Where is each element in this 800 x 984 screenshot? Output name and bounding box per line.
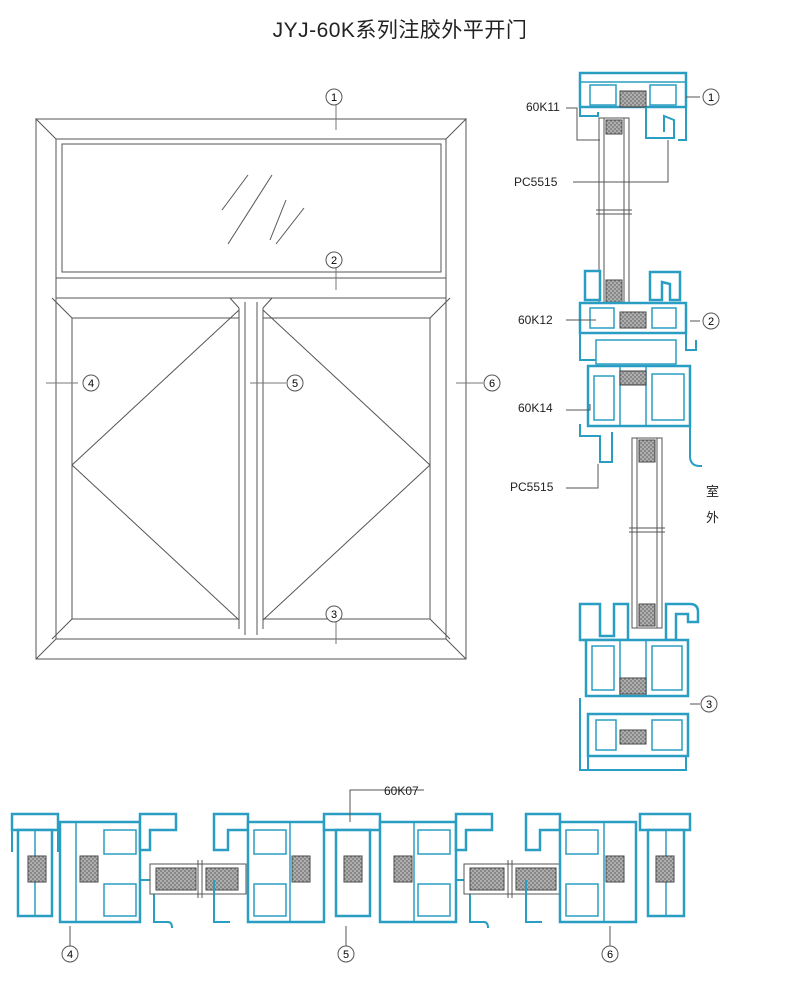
label-60k14: 60K14	[518, 401, 553, 415]
label-60k11: 60K11	[526, 100, 560, 114]
bottom-marker-5-label: 5	[343, 949, 349, 961]
label-outside-1: 室	[706, 484, 719, 499]
profile-sill	[578, 602, 700, 771]
glass-upper	[596, 117, 632, 307]
bottom-marker-5: 5	[337, 945, 355, 963]
glass-lower	[629, 437, 665, 629]
label-60k12: 60K12	[518, 313, 553, 327]
label-pc5515-lower: PC5515	[510, 480, 554, 494]
marker-6: 6	[483, 374, 501, 392]
assembly-4	[10, 812, 178, 929]
section-labels: 60K11 PC5515 60K12 60K14 PC5515 室 外	[510, 100, 719, 525]
section-marker-2-label: 2	[708, 316, 714, 328]
marker-2-label: 2	[331, 255, 337, 267]
assembly-6	[524, 812, 692, 924]
marker-4-label: 4	[88, 378, 94, 390]
marker-5: 5	[286, 374, 304, 392]
assembly-5	[212, 812, 494, 929]
section-marker-1-label: 1	[708, 92, 714, 104]
bottom-markers: 4 5 6	[61, 945, 619, 963]
marker-3: 3	[325, 605, 343, 623]
marker-6-label: 6	[489, 378, 495, 390]
label-outside-2: 外	[706, 510, 719, 525]
section-marker-1: 1	[702, 88, 720, 106]
section-leaders	[566, 96, 700, 705]
section-marker-2: 2	[702, 312, 720, 330]
marker-1-label: 1	[331, 92, 337, 104]
vertical-section: 60K11 PC5515 60K12 60K14 PC5515 室 外 1 2 …	[510, 71, 720, 771]
bottom-leaders	[69, 789, 611, 946]
marker-4: 4	[82, 374, 100, 392]
profile-60k11	[578, 71, 688, 141]
bottom-marker-6: 6	[601, 945, 619, 963]
door-elevation	[34, 104, 483, 660]
bottom-marker-4: 4	[61, 945, 79, 963]
bottom-marker-6-label: 6	[607, 949, 613, 961]
section-marker-3: 3	[700, 695, 718, 713]
section-marker-3-label: 3	[706, 699, 712, 711]
marker-5-label: 5	[292, 378, 298, 390]
profile-60k12	[578, 269, 697, 365]
horizontal-section: 60K07 4 5 6	[10, 784, 692, 963]
label-60k07: 60K07	[384, 784, 419, 798]
bottom-marker-4-label: 4	[67, 949, 73, 961]
label-pc5515-upper: PC5515	[514, 175, 558, 189]
page-title: JYJ-60K系列注胶外平开门	[272, 19, 528, 42]
glass-right	[463, 860, 561, 898]
marker-1: 1	[325, 88, 343, 106]
marker-2: 2	[325, 251, 343, 269]
section-markers: 1 2 3	[700, 88, 720, 713]
glass-left	[149, 860, 247, 898]
marker-3-label: 3	[331, 609, 337, 621]
elevation-markers: 1 2 3 4 5 6	[82, 88, 501, 623]
profile-60k14	[579, 364, 702, 467]
